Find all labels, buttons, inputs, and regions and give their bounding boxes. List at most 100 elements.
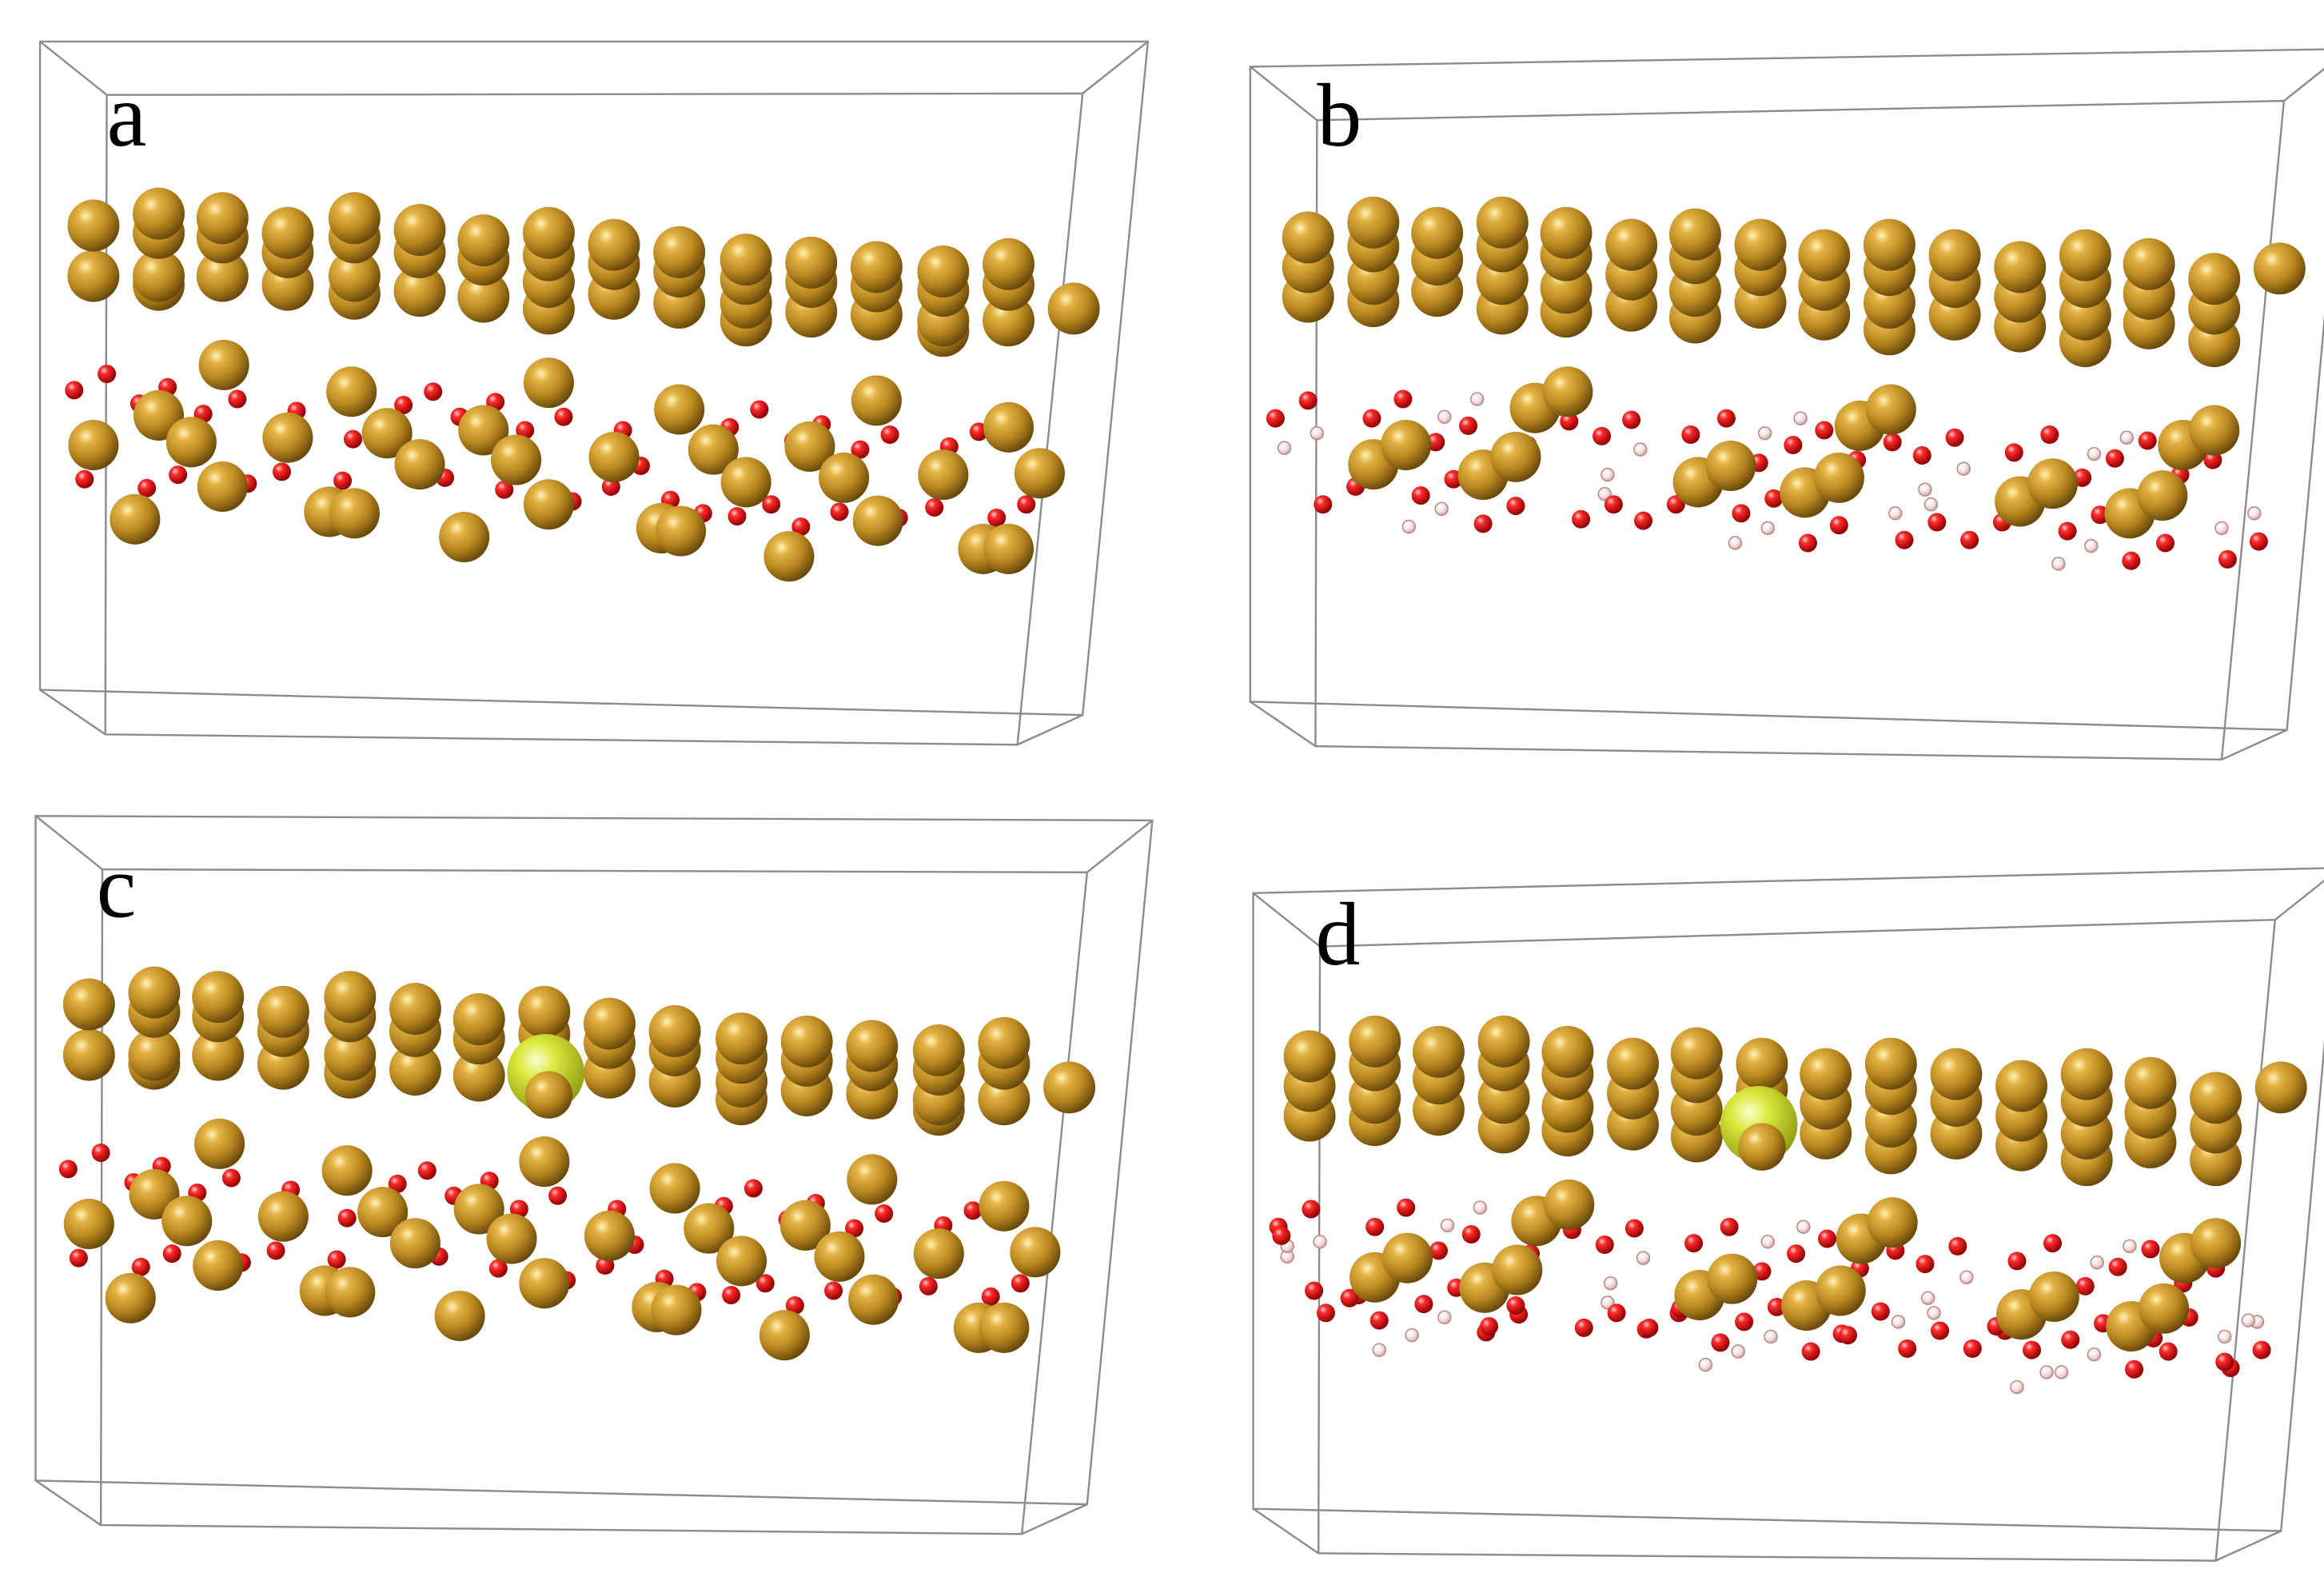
metal-atom	[439, 512, 490, 563]
oxygen-atom	[2043, 1234, 2063, 1253]
oxygen-atom	[1305, 1281, 1324, 1300]
hydrogen-atom	[1793, 411, 1808, 425]
metal-atom	[2139, 1283, 2190, 1334]
oxygen-atom	[2023, 1340, 2042, 1359]
metal-atom	[434, 1290, 485, 1342]
hydrogen-atom	[1959, 1270, 1974, 1284]
simulation-cell	[1249, 48, 2324, 761]
metal-atom	[257, 1191, 309, 1242]
metal-atom	[518, 985, 571, 1038]
hydrogen-atom	[2241, 1313, 2256, 1327]
hydrogen-atom	[2087, 446, 2102, 461]
oxygen-atom	[1912, 446, 1931, 465]
oxygen-atom	[2125, 1359, 2144, 1379]
cell-edge	[1021, 1503, 1088, 1535]
cell-edge	[1086, 819, 1154, 873]
oxygen-atom	[2058, 521, 2077, 541]
oxygen-atom	[1622, 410, 1641, 429]
oxygen-atom	[830, 502, 849, 521]
metal-atom	[63, 1198, 114, 1250]
oxygen-atom	[1684, 1234, 1704, 1253]
oxygen-atom	[1829, 516, 1848, 535]
oxygen-atom	[327, 1250, 346, 1269]
metal-atom	[1476, 196, 1529, 249]
oxygen-atom	[1017, 495, 1036, 514]
metal-atom	[588, 431, 640, 482]
metal-atom	[1928, 229, 1981, 281]
metal-atom	[324, 971, 377, 1024]
hydrogen-atoms	[1280, 1200, 2265, 1395]
oxygen-atom	[1480, 1316, 1499, 1335]
metal-atom	[912, 1024, 965, 1076]
oxygen-atoms	[1266, 389, 2268, 570]
metal-atom	[361, 408, 413, 459]
hydrogen-atom	[1600, 467, 1615, 482]
metal-atom	[519, 1258, 570, 1309]
oxygen-atom	[1963, 1339, 1982, 1358]
oxygen-atom	[880, 425, 899, 445]
metal-atom	[983, 294, 1034, 347]
hydrogen-atom	[1372, 1343, 1386, 1357]
metal-atom	[1047, 282, 1100, 335]
simulation-cell	[34, 815, 1154, 1535]
metal-atom	[257, 985, 309, 1038]
metal-atom	[325, 1267, 376, 1318]
cell-edge	[1250, 701, 1317, 748]
oxygen-atom	[750, 400, 769, 419]
hydrogen-atom	[1434, 501, 1449, 517]
oxygen-atom	[1461, 1224, 1481, 1244]
metal-atom	[328, 250, 381, 302]
hydrogen-atom	[2123, 1239, 2137, 1254]
oxygen-atom	[1316, 1304, 1335, 1323]
metal-atom	[2059, 229, 2111, 281]
oxygen-atom	[1767, 1297, 1786, 1316]
metal-atom	[393, 265, 446, 317]
panel-label-b: b	[1317, 66, 1361, 166]
oxygen-atom	[75, 469, 94, 489]
oxygen-atom	[1572, 509, 1591, 529]
metal-atom	[2190, 1072, 2242, 1124]
metal-atom	[2060, 1048, 2113, 1100]
metal-atom	[165, 417, 217, 468]
metal-slab	[1283, 1015, 2307, 1187]
hydrogen-atom	[1636, 1251, 1651, 1265]
oxygen-atom	[337, 1208, 357, 1228]
oxygen-atom	[91, 1143, 110, 1162]
metal-atom	[655, 505, 707, 557]
oxygen-atom	[1871, 1302, 1890, 1321]
metal-atom	[847, 1154, 898, 1205]
oxygen-atom	[981, 1287, 1000, 1306]
metal-atom	[1930, 1048, 1983, 1100]
metal-atom	[851, 375, 902, 426]
metal-atom	[329, 488, 380, 539]
oxygen-atom	[1607, 1304, 1626, 1323]
hydrogen-atom	[1728, 536, 1743, 550]
oxygen-atom	[851, 440, 870, 459]
metal-atom	[324, 1028, 377, 1081]
oxygen-atom	[1787, 1244, 1806, 1264]
oxygen-atom	[509, 1200, 528, 1219]
hydrogen-atom	[1757, 425, 1772, 441]
metal-atom	[785, 236, 838, 289]
metal-atom	[198, 339, 249, 390]
metal-atom	[1994, 241, 2047, 293]
hydrogen-atom	[1633, 442, 1648, 457]
oxygen-atom	[2138, 431, 2157, 450]
oxygen-atom	[1931, 1321, 1950, 1340]
cell-back-face	[1252, 867, 2324, 1532]
hydrogen-atom	[1313, 1235, 1327, 1249]
metal-atom	[2137, 470, 2188, 521]
metal-atom	[389, 1218, 440, 1269]
metal-atom	[328, 192, 381, 245]
metal-atom	[588, 218, 640, 271]
metal-atom	[759, 1310, 810, 1361]
metal-atom	[1813, 452, 1864, 503]
metal-atom	[1995, 1060, 2048, 1112]
metal-atom	[1867, 1197, 1918, 1248]
metal-atom	[1815, 1265, 1866, 1316]
metal-atom	[62, 1028, 115, 1081]
metal-atom	[457, 270, 510, 323]
oxygen-atom	[1473, 514, 1493, 533]
oxygen-atom	[1369, 1311, 1389, 1330]
metal-atom	[918, 449, 969, 501]
